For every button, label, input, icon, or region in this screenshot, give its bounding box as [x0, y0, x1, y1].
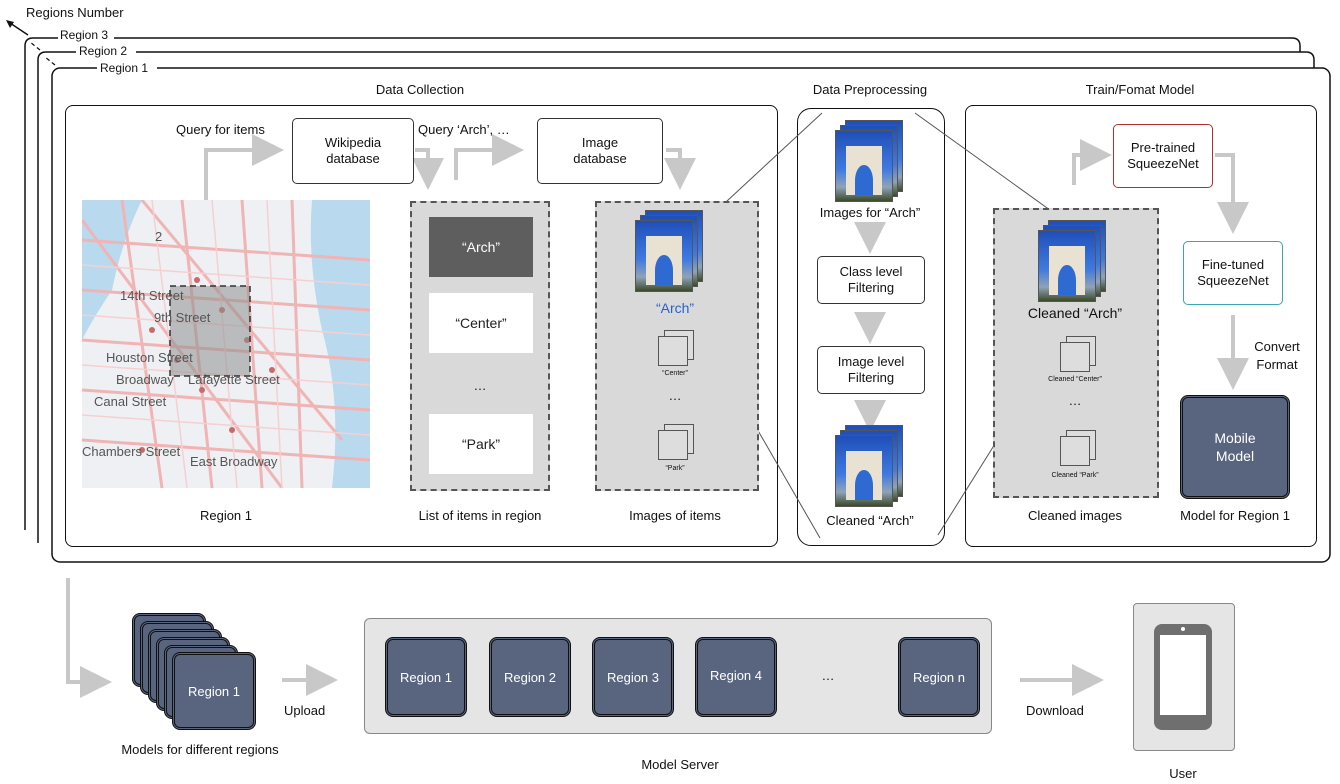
region-tab-2[interactable]: Region 2 — [79, 44, 128, 58]
wikipedia-database-label: Wikipedia database — [324, 135, 382, 166]
item-ellipsis: … — [473, 378, 487, 393]
map-label-2: 2 — [155, 229, 163, 244]
download-label: Download — [1026, 703, 1084, 718]
server-caption: Model Server — [641, 757, 719, 772]
region-tab-3[interactable]: Region 3 — [60, 28, 109, 42]
map-label-14th-street: 14th Street — [120, 288, 184, 303]
stack-caption: Models for different regions — [121, 742, 279, 757]
convert-format-label: Convert Format — [1254, 339, 1300, 372]
item-center[interactable]: “Center” — [429, 293, 533, 353]
arch-images-label: “Arch” — [655, 300, 695, 316]
map-label-canal-street: Canal Street — [94, 394, 167, 409]
server-model-3[interactable]: Region 3 — [592, 637, 674, 717]
item-park[interactable]: “Park” — [429, 414, 533, 474]
stack-model-front: Region 1 — [172, 652, 256, 730]
center-stack-front — [658, 336, 688, 366]
server-model-4-label: Region 4 — [709, 668, 763, 683]
arch-photo-front — [635, 220, 693, 292]
phone-icon — [1154, 624, 1212, 730]
cleaned-center-front — [1060, 342, 1090, 372]
finetuned-label: Fine-tuned SqueezeNet — [1197, 257, 1269, 288]
user-caption: User — [1169, 766, 1197, 781]
cleaned-park-label: Cleaned “Park” — [1051, 472, 1099, 479]
server-model-4[interactable]: Region 4 — [695, 637, 777, 717]
pre-cleaned-arch-label: Cleaned “Arch” — [826, 513, 914, 528]
map-label-east-broadway: East Broadway — [190, 454, 278, 469]
wikipedia-database-box: Wikipedia database — [292, 118, 414, 184]
server-model-1[interactable]: Region 1 — [385, 637, 467, 717]
class-filter-label: Class level Filtering — [839, 264, 903, 295]
mobile-model-label: Mobile Model — [1214, 430, 1256, 464]
cleaned-park-front — [1060, 436, 1090, 466]
map-label-9th-street: 9th Street — [154, 310, 211, 325]
stack-model-label: Region 1 — [187, 683, 241, 699]
cleaned-center-label: Cleaned “Center” — [1048, 376, 1102, 383]
server-model-1-label: Region 1 — [399, 669, 453, 685]
region-tab-1[interactable]: Region 1 — [100, 61, 149, 75]
cleaned-images-caption: Cleaned images — [1028, 508, 1122, 523]
park-stack-front — [658, 430, 688, 460]
image-filter-box: Image level Filtering — [817, 346, 925, 394]
server-model-n-label: Region n — [912, 669, 966, 685]
pretrained-label: Pre-trained SqueezeNet — [1127, 140, 1199, 171]
items-caption: List of items in region — [418, 508, 542, 523]
section-title-data-collection: Data Collection — [375, 82, 465, 97]
map-label-chambers-street: Chambers Street — [82, 444, 181, 459]
center-images-label: “Center” — [662, 370, 688, 377]
map-label-lafayette-street: Lafayette Street — [188, 372, 280, 387]
image-database-label: Image database — [573, 135, 627, 166]
section-title-train-model: Train/Fomat Model — [1085, 82, 1195, 97]
post-photo-front — [835, 435, 893, 507]
cleaned-arch-label: Cleaned “Arch” — [1027, 305, 1123, 321]
model-server-panel — [364, 618, 992, 734]
images-caption: Images of items — [629, 508, 721, 523]
pre-photo-front — [835, 130, 893, 202]
map-caption: Region 1 — [199, 508, 253, 523]
finetuned-box: Fine-tuned SqueezeNet — [1183, 241, 1283, 305]
server-model-2-label: Region 2 — [503, 669, 557, 685]
server-model-3-label: Region 3 — [606, 669, 660, 685]
item-arch[interactable]: “Arch” — [429, 217, 533, 277]
cleaned-photo-front — [1038, 230, 1096, 302]
class-filter-box: Class level Filtering — [817, 256, 925, 304]
regions-number-label: Regions Number — [26, 5, 124, 20]
images-for-arch-label: Images for “Arch” — [819, 205, 921, 220]
map-label-broadway: Broadway — [116, 372, 174, 387]
server-model-n[interactable]: Region n — [898, 637, 980, 717]
images-ellipsis: … — [668, 388, 682, 403]
region-map — [82, 200, 370, 488]
mobile-model-box: Mobile Model — [1180, 395, 1290, 499]
server-model-2[interactable]: Region 2 — [489, 637, 571, 717]
image-database-box: Image database — [537, 118, 663, 184]
park-images-label: “Park” — [665, 465, 685, 472]
image-filter-label: Image level Filtering — [837, 354, 905, 385]
query-items-label: Query for items — [176, 122, 265, 137]
cleaned-ellipsis: … — [1068, 393, 1082, 408]
map-label-houston-street: Houston Street — [106, 350, 193, 365]
model-region-caption: Model for Region 1 — [1180, 508, 1290, 523]
section-title-data-preprocessing: Data Preprocessing — [812, 82, 928, 97]
upload-label: Upload — [284, 703, 326, 718]
query-arch-label: Query ‘Arch’, … — [418, 122, 510, 137]
server-ellipsis: … — [821, 668, 835, 683]
pretrained-box: Pre-trained SqueezeNet — [1113, 124, 1213, 188]
